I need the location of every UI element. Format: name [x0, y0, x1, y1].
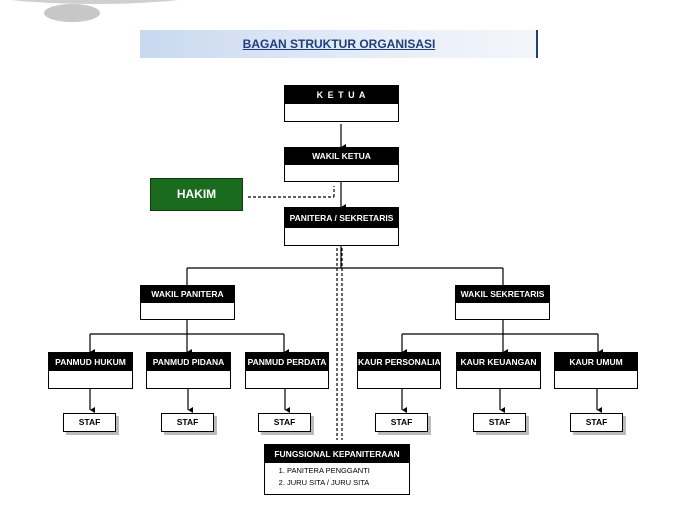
node-panitera-sekretaris: PANITERA / SEKRETARIS — [284, 207, 399, 246]
node-panmud-perdata: PANMUD PERDATA — [245, 352, 329, 389]
node-wakil-sekretaris-label: WAKIL SEKRETARIS — [456, 286, 549, 303]
node-panmud-pidana-label: PANMUD PIDANA — [147, 353, 230, 371]
node-kaur-personalia-label: KAUR PERSONALIA — [358, 353, 440, 371]
fungsional-item: JURU SITA / JURU SITA — [287, 477, 409, 489]
node-staf-umum: STAF — [570, 413, 623, 432]
node-kaur-umum: KAUR UMUM — [554, 352, 638, 389]
node-wakil-sekretaris: WAKIL SEKRETARIS — [455, 285, 550, 320]
node-wakil-panitera-label: WAKIL PANITERA — [141, 286, 234, 303]
node-ketua-label: K E T U A — [285, 86, 398, 104]
node-fungsional-kepaniteraan: FUNGSIONAL KEPANITERAAN PANITERA PENGGAN… — [264, 444, 410, 495]
node-fungsional-label: FUNGSIONAL KEPANITERAAN — [265, 445, 409, 463]
chart-title: BAGAN STRUKTUR ORGANISASI — [242, 37, 436, 51]
node-staf-personalia: STAF — [375, 413, 428, 432]
node-staf-perdata: STAF — [258, 413, 311, 432]
node-kaur-keuangan: KAUR KEUANGAN — [456, 352, 541, 389]
node-wakil-ketua-label: WAKIL KETUA — [285, 148, 398, 165]
node-staf-hukum: STAF — [63, 413, 116, 432]
node-staf-keuangan: STAF — [473, 413, 526, 432]
decorative-ellipse — [0, 0, 210, 4]
node-kaur-personalia: KAUR PERSONALIA — [357, 352, 441, 389]
node-staf-pidana: STAF — [161, 413, 214, 432]
node-wakil-ketua: WAKIL KETUA — [284, 147, 399, 182]
node-hakim: HAKIM — [150, 178, 243, 211]
node-wakil-panitera: WAKIL PANITERA — [140, 285, 235, 320]
node-panitera-sekretaris-label: PANITERA / SEKRETARIS — [285, 208, 398, 228]
node-panmud-hukum-label: PANMUD HUKUM — [49, 353, 132, 371]
title-band — [140, 30, 538, 58]
fungsional-item: PANITERA PENGGANTI — [287, 465, 409, 477]
node-panmud-hukum: PANMUD HUKUM — [48, 352, 133, 389]
decorative-ellipse-small — [44, 4, 100, 22]
node-panmud-perdata-label: PANMUD PERDATA — [246, 353, 328, 371]
node-panmud-pidana: PANMUD PIDANA — [146, 352, 231, 389]
node-ketua: K E T U A — [284, 85, 399, 122]
node-kaur-keuangan-label: KAUR KEUANGAN — [457, 353, 540, 371]
node-kaur-umum-label: KAUR UMUM — [555, 353, 637, 371]
fungsional-list: PANITERA PENGGANTI JURU SITA / JURU SITA — [265, 465, 409, 489]
